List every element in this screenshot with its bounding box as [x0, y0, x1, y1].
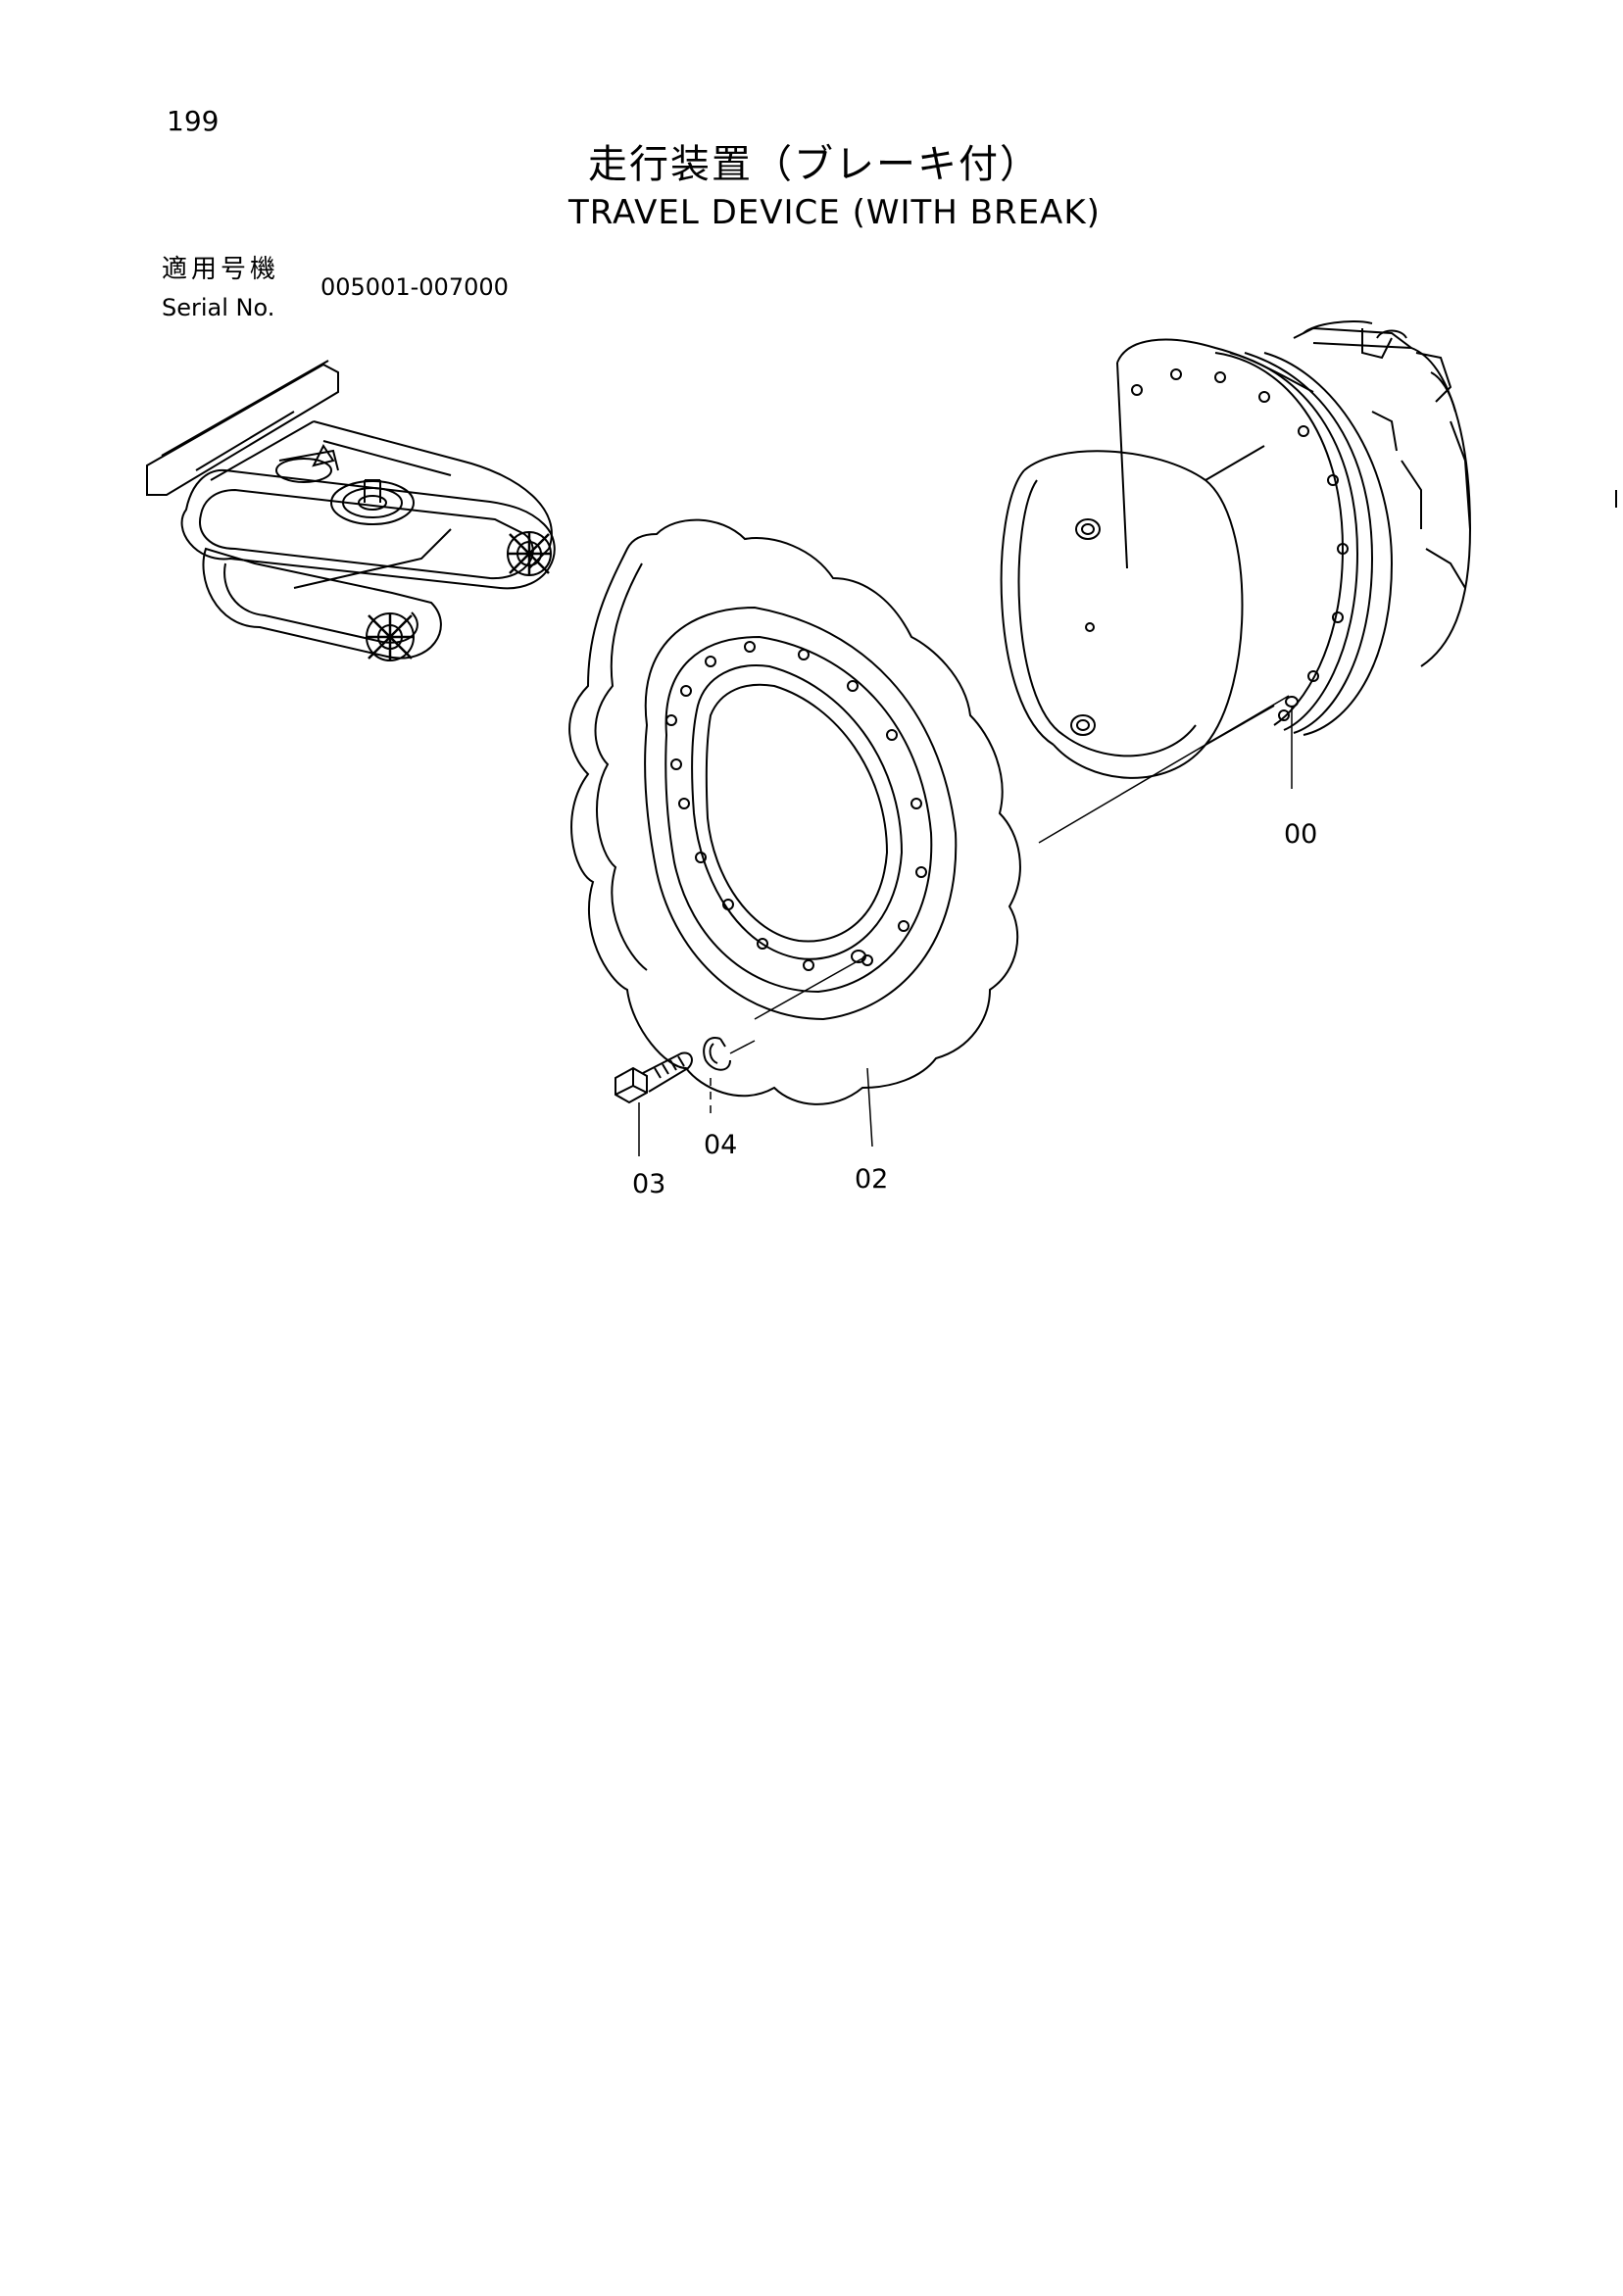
sprocket-part-02	[569, 520, 1020, 1104]
drive-sprocket-small-rear	[367, 613, 414, 660]
serial-label-japanese: 適用号機	[162, 255, 280, 284]
edge-mark	[1615, 490, 1617, 508]
assembly-lines	[639, 696, 1292, 1156]
title-japanese: 走行装置（ブレーキ付）	[588, 142, 1041, 187]
callout-03: 03	[632, 1169, 666, 1199]
undercarriage-overview-illustration	[147, 361, 555, 660]
callout-00: 00	[1284, 819, 1318, 850]
drive-sprocket-small-front	[508, 532, 551, 575]
serial-range: 005001-007000	[320, 273, 509, 301]
serial-label-english: Serial No.	[162, 294, 275, 321]
callout-04: 04	[704, 1130, 738, 1160]
travel-motor-part-00	[1002, 321, 1470, 778]
bolt-part-03	[615, 1052, 692, 1102]
page-number: 199	[167, 105, 220, 137]
title-english: TRAVEL DEVICE (WITH BREAK)	[568, 193, 1101, 232]
callout-02: 02	[855, 1164, 889, 1195]
washer-part-04	[704, 1038, 730, 1070]
